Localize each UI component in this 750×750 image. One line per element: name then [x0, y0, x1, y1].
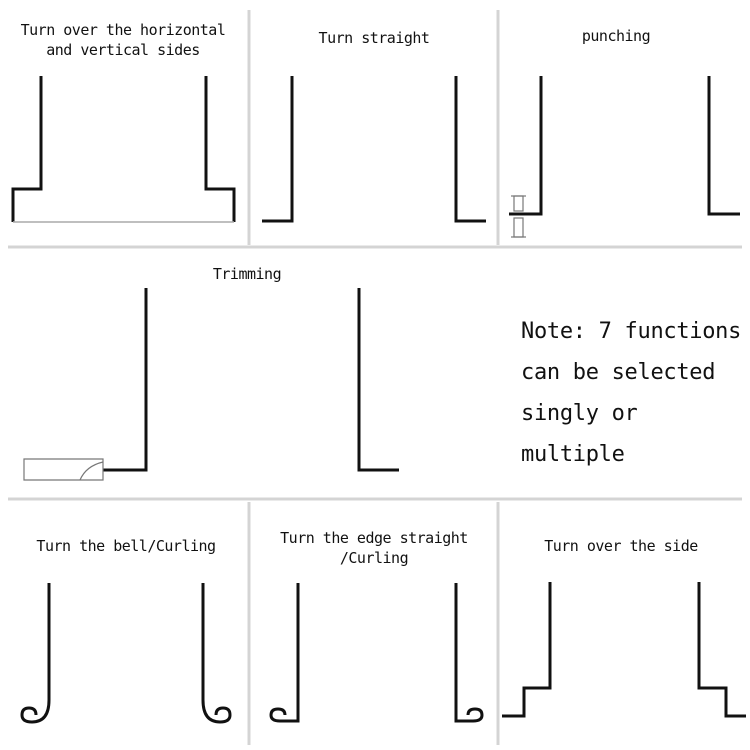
upper-punch: [513, 195, 524, 212]
profile-left: [103, 288, 148, 472]
label-turn-over-side: Turn over the side: [544, 537, 698, 555]
profile-right: [454, 583, 484, 723]
profile-left: [269, 583, 300, 723]
profile-right: [357, 288, 399, 472]
profile-left: [11, 76, 43, 222]
blade-edge: [79, 461, 104, 481]
profile-left: [262, 76, 294, 223]
profile-right: [204, 76, 236, 222]
profile-left: [502, 582, 552, 718]
panel-punching: [509, 76, 740, 238]
label-turn-bell-curling: Turn the bell/Curling: [36, 537, 216, 555]
punch-tool: [511, 195, 526, 238]
panel-turn-over-side: [502, 582, 746, 718]
grid-dividers: [8, 10, 742, 745]
trimming-tool: [23, 458, 104, 481]
panel-turn-over-horizontal-vertical: [11, 76, 236, 223]
profile-right: [454, 76, 486, 223]
note-text: Note: 7 functions can be selected singly…: [521, 319, 742, 467]
profile-left: [20, 583, 51, 724]
label-turn-edge-straight-curling: Turn the edge straight /Curling: [280, 529, 468, 567]
blade-body: [23, 458, 104, 481]
label-punching: punching: [581, 27, 651, 45]
panel-turn-bell-curling: [20, 583, 232, 724]
panel-turn-edge-straight-curling: [269, 583, 484, 723]
label-trimming: Trimming: [212, 265, 282, 283]
panel-trimming: [23, 288, 399, 481]
profile-right: [201, 583, 232, 724]
panel-turn-straight: [262, 76, 486, 223]
profile-right: [707, 76, 740, 216]
profile-left: [509, 76, 543, 216]
lower-die: [513, 217, 524, 238]
label-turn-straight: Turn straight: [318, 29, 430, 47]
profile-right: [697, 582, 746, 718]
label-turn-over-horizontal-vertical: Turn over the horizontal and vertical si…: [20, 21, 226, 59]
